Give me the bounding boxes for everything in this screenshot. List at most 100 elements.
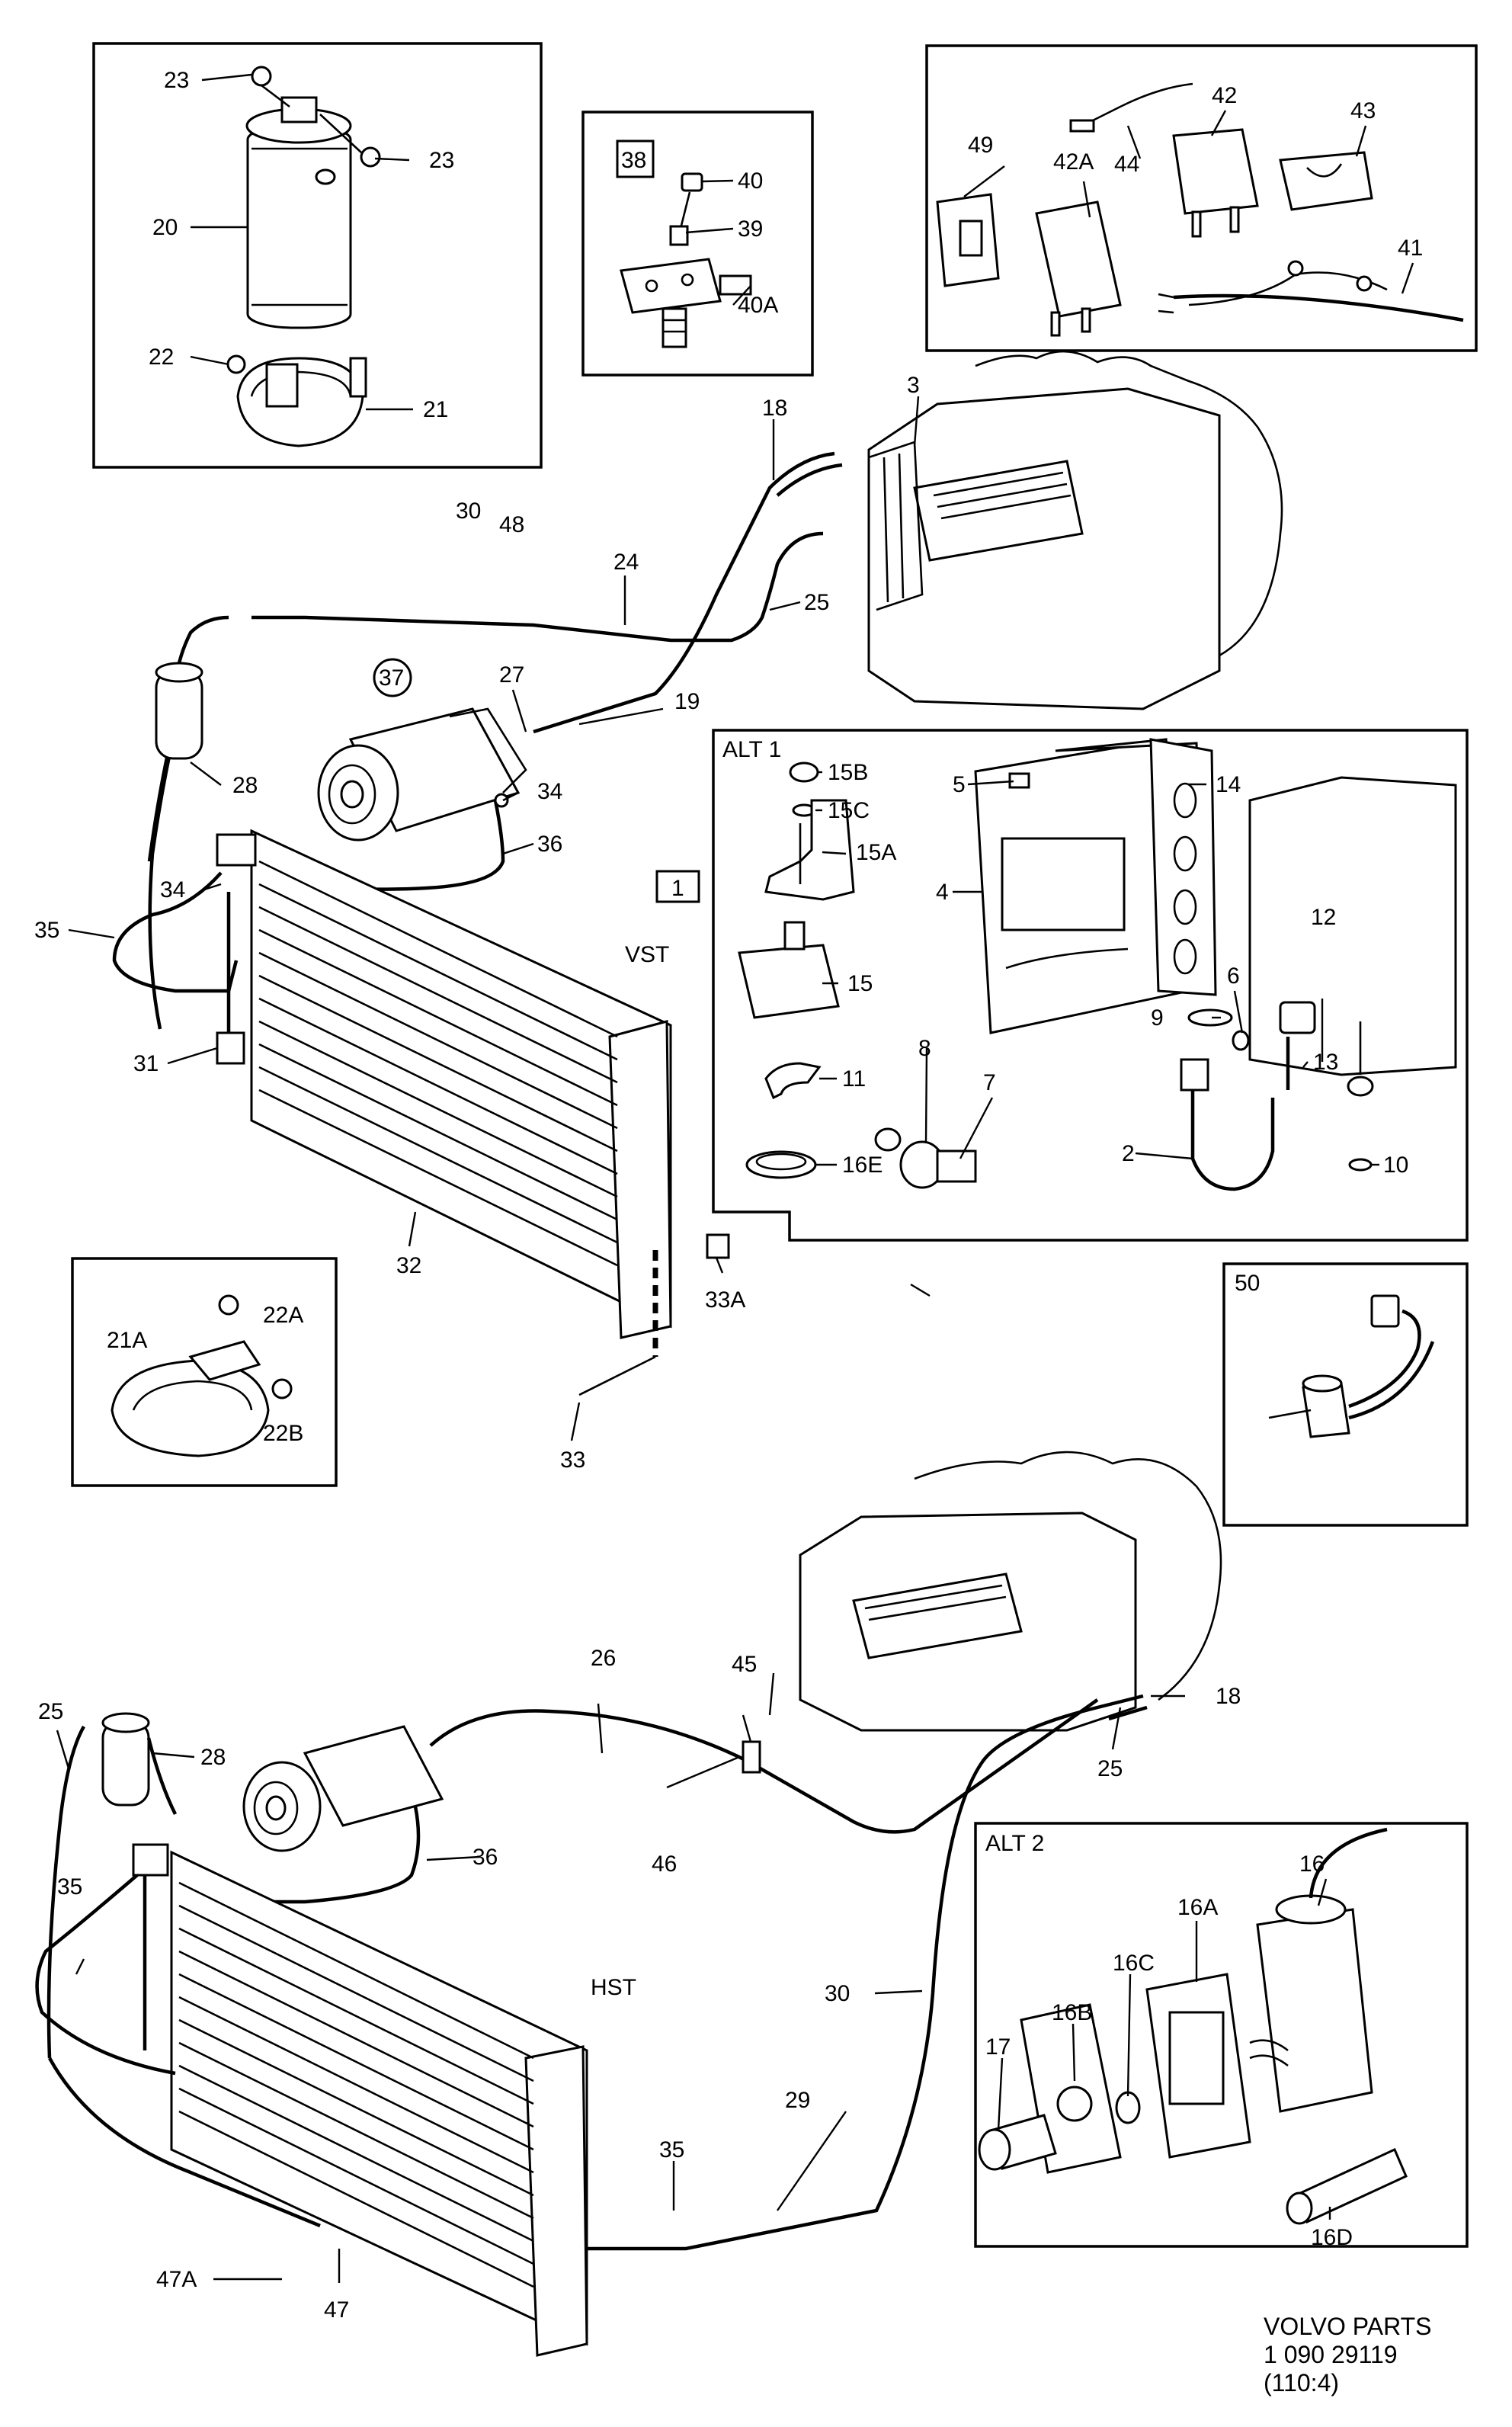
callout-22b: 22B [263,1421,303,1446]
callout-42: 42 [1212,83,1237,108]
callout-30: 30 [825,1981,850,2006]
alt2-label: ALT 2 [985,1831,1044,1856]
callout-39: 39 [738,216,763,242]
callout-49: 49 [968,133,993,158]
leader-lines [56,73,1414,2283]
callout-35: 35 [659,2137,684,2162]
callout-17: 17 [985,2034,1011,2060]
callout-3: 3 [907,373,920,398]
callout-44: 44 [1114,152,1139,177]
callout-34: 34 [537,779,562,804]
callout-21: 21 [423,397,448,422]
callout-28: 28 [232,773,258,798]
callout-16: 16 [1299,1852,1325,1877]
footer-line-3: (110:4) [1264,2369,1339,2397]
callout-5: 5 [953,772,966,797]
relay-inset [925,44,1478,352]
hst-assembly [35,1451,1222,2357]
callout-13: 13 [1313,1050,1338,1075]
callout-labels: 23 23 20 22 21 38 40 39 40A 49 42A 44 42… [34,68,1423,2323]
callout-1-box [655,870,700,903]
callout-22a: 22A [263,1303,303,1328]
switch-50-inset [1222,1262,1469,1527]
callout-16e: 16E [842,1153,883,1178]
callout-35: 35 [57,1874,82,1900]
callout-10: 10 [1383,1153,1408,1178]
vst-label: VST [625,942,669,967]
callout-43: 43 [1350,98,1376,123]
callout-18: 18 [1216,1684,1241,1709]
callout-33a: 33A [705,1287,745,1313]
callout-20: 20 [152,215,178,240]
callout-7: 7 [983,1070,996,1095]
callout-2: 2 [1122,1141,1135,1166]
callout-33: 33 [560,1448,585,1473]
callout-15c: 15C [828,798,870,823]
callout-22: 22 [149,345,174,370]
alt1-label: ALT 1 [722,737,781,762]
hst-condenser-fins [178,1881,534,2288]
bracket-21a-inset [71,1257,338,1487]
callout-27: 27 [499,662,524,688]
callout-16c: 16C [1113,1951,1155,1976]
vst-condenser-fins [258,860,618,1267]
callout-15a: 15A [856,840,896,865]
callout-45: 45 [732,1652,757,1677]
callout-12: 12 [1311,905,1336,930]
callout-9: 9 [1151,1005,1164,1031]
callout-36: 36 [472,1845,498,1870]
footer-line-1: VOLVO PARTS [1264,2313,1432,2340]
receiver-drier-inset [92,42,543,469]
callout-4: 4 [936,880,949,905]
callout-6: 6 [1227,963,1240,989]
footer-line-2: 1 090 29119 [1264,2341,1398,2368]
callout-26: 26 [591,1646,616,1671]
callout-16b: 16B [1052,2000,1092,2025]
callout-15: 15 [847,971,873,996]
callout-46: 46 [652,1852,677,1877]
callout-37: 37 [379,665,404,691]
callout-40: 40 [738,168,763,194]
callout-14: 14 [1216,772,1241,797]
callout-32: 32 [396,1253,421,1278]
hst-label: HST [591,1975,636,2000]
callout-31: 31 [133,1051,159,1076]
callout-47: 47 [324,2297,349,2323]
callout-25: 25 [1097,1756,1123,1781]
footer: VOLVO PARTS 1 090 29119 (110:4) [1264,2313,1432,2397]
callout-24: 24 [613,550,639,575]
callout-40a: 40A [738,293,778,318]
callout-16a: 16A [1177,1895,1218,1920]
callout-25: 25 [38,1699,63,1724]
callout-37-circle [373,658,412,697]
callout-19: 19 [674,689,700,714]
callout-25: 25 [804,590,829,615]
callout-21a: 21A [107,1328,147,1353]
callout-8: 8 [918,1036,931,1061]
callout-30: 30 [456,499,481,524]
vst-assembly [112,350,1283,1396]
callout-28: 28 [200,1745,226,1770]
callout-29: 29 [785,2088,810,2113]
switch-16-inset [974,1822,1469,2248]
callout-23: 23 [164,68,189,93]
pressure-switch-inset [581,111,814,377]
callout-34: 34 [160,877,185,903]
callout-15b: 15B [828,760,868,785]
callout-35: 35 [34,918,59,943]
callout-47a: 47A [156,2267,197,2292]
callout-18: 18 [762,396,787,421]
callout-42a: 42A [1053,149,1094,175]
callout-36: 36 [537,832,562,857]
callout-38: 38 [621,148,646,173]
callout-48: 48 [499,512,524,537]
callout-11: 11 [842,1066,866,1092]
callout-41: 41 [1398,236,1423,261]
callout-1: 1 [671,876,684,901]
callout-16d: 16D [1311,2225,1353,2250]
callout-23: 23 [429,148,454,173]
callout-50: 50 [1235,1271,1260,1296]
alt1-inset [712,729,1469,1242]
